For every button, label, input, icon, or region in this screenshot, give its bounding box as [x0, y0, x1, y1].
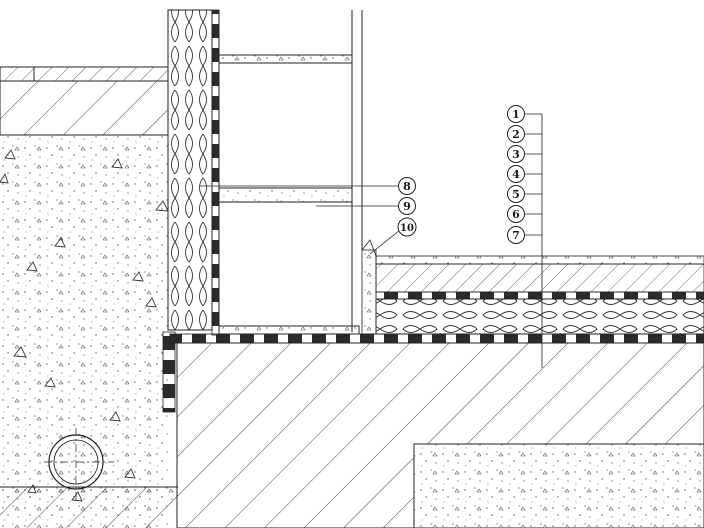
svg-text:8: 8	[403, 180, 411, 193]
svg-text:3: 3	[512, 148, 520, 161]
left-soil	[0, 135, 168, 528]
wall-insulation	[167, 9, 213, 331]
svg-text:4: 4	[512, 168, 520, 181]
callout-5: 5	[507, 185, 525, 203]
footing-membrane-vertical	[162, 331, 176, 413]
svg-text:9: 9	[403, 200, 411, 213]
callout-9: 9	[398, 197, 416, 215]
callout-stack: 1 2 3 4 5 6 7	[507, 105, 525, 244]
wall-membrane	[211, 9, 220, 336]
left-slab	[0, 80, 169, 136]
svg-text:5: 5	[512, 188, 520, 201]
callout-3: 3	[507, 145, 525, 163]
callout-10: 10	[397, 217, 417, 237]
svg-text:10: 10	[400, 223, 414, 234]
callout-6: 6	[507, 205, 525, 223]
callout-1: 1	[507, 105, 525, 123]
svg-text:1: 1	[512, 108, 520, 121]
svg-text:2: 2	[512, 128, 520, 141]
callout-8: 8	[398, 177, 416, 195]
callout-4: 4	[507, 165, 525, 183]
svg-text:6: 6	[512, 208, 520, 221]
left-paving-strip	[0, 66, 169, 82]
callout-2: 2	[507, 125, 525, 143]
svg-text:7: 7	[512, 229, 520, 242]
callout-7: 7	[507, 226, 525, 244]
footing-membrane-horizontal	[169, 333, 704, 344]
floor-edge-strip	[361, 249, 377, 335]
leader-lines	[200, 113, 543, 368]
wall-core	[218, 10, 363, 335]
floor-buildup	[375, 255, 704, 335]
